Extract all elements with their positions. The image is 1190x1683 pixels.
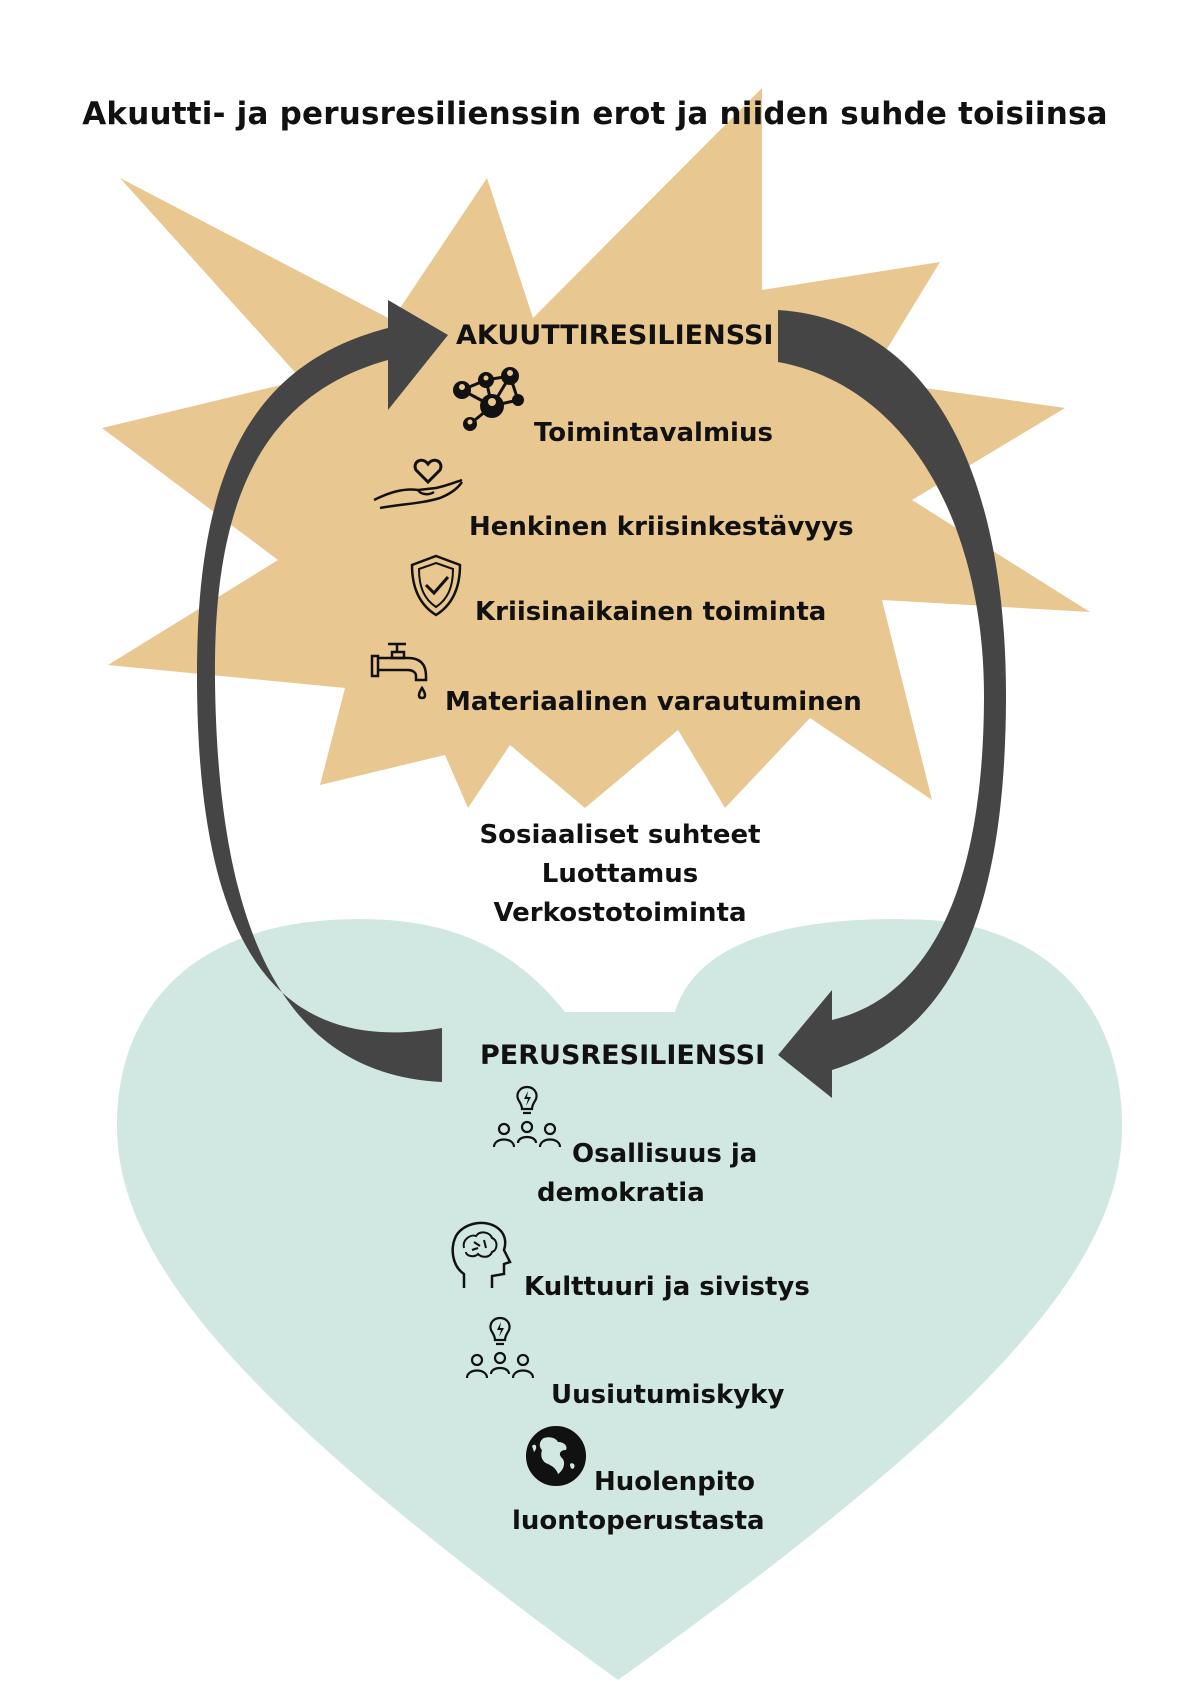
faucet-icon — [370, 642, 428, 700]
team-idea-icon — [465, 1316, 535, 1379]
starburst-shape — [102, 88, 1090, 808]
globe-icon — [526, 1426, 586, 1486]
heart-shape — [116, 919, 1123, 1680]
basic-item-1-line-1: Osallisuus ja — [572, 1139, 758, 1169]
shared-item-2: Luottamus — [541, 859, 699, 889]
acute-item-4: Materiaalinen varautuminen — [445, 687, 862, 717]
basic-resilience-heading: PERUSRESILIENSSI — [480, 1040, 766, 1071]
network-icon — [453, 367, 524, 431]
acute-item-3: Kriisinaikainen toiminta — [475, 597, 827, 627]
acute-resilience-heading: AKUUTTIRESILIENSSI — [456, 320, 774, 351]
shared-item-1: Sosiaaliset suhteet — [479, 820, 761, 850]
shield-check-icon — [410, 554, 462, 617]
page-title: Akuutti- ja perusresilienssin erot ja ni… — [82, 96, 1108, 132]
heart-hand-icon — [373, 458, 464, 510]
basic-item-4-line-1: Huolenpito — [594, 1467, 756, 1497]
shared-item-3: Verkostotoiminta — [493, 898, 747, 928]
acute-item-1: Toimintavalmius — [534, 418, 773, 448]
head-brain-icon — [451, 1221, 512, 1288]
right-cycle-arrow — [778, 310, 1007, 1098]
basic-item-1-line-2: demokratia — [537, 1178, 705, 1208]
basic-item-4-line-2: luontoperustasta — [512, 1506, 765, 1536]
acute-item-2: Henkinen kriisinkestävyys — [469, 512, 854, 542]
basic-item-2: Kulttuuri ja sivistys — [524, 1272, 810, 1302]
team-idea-icon — [492, 1085, 562, 1148]
basic-item-3: Uusiutumiskyky — [551, 1380, 785, 1410]
